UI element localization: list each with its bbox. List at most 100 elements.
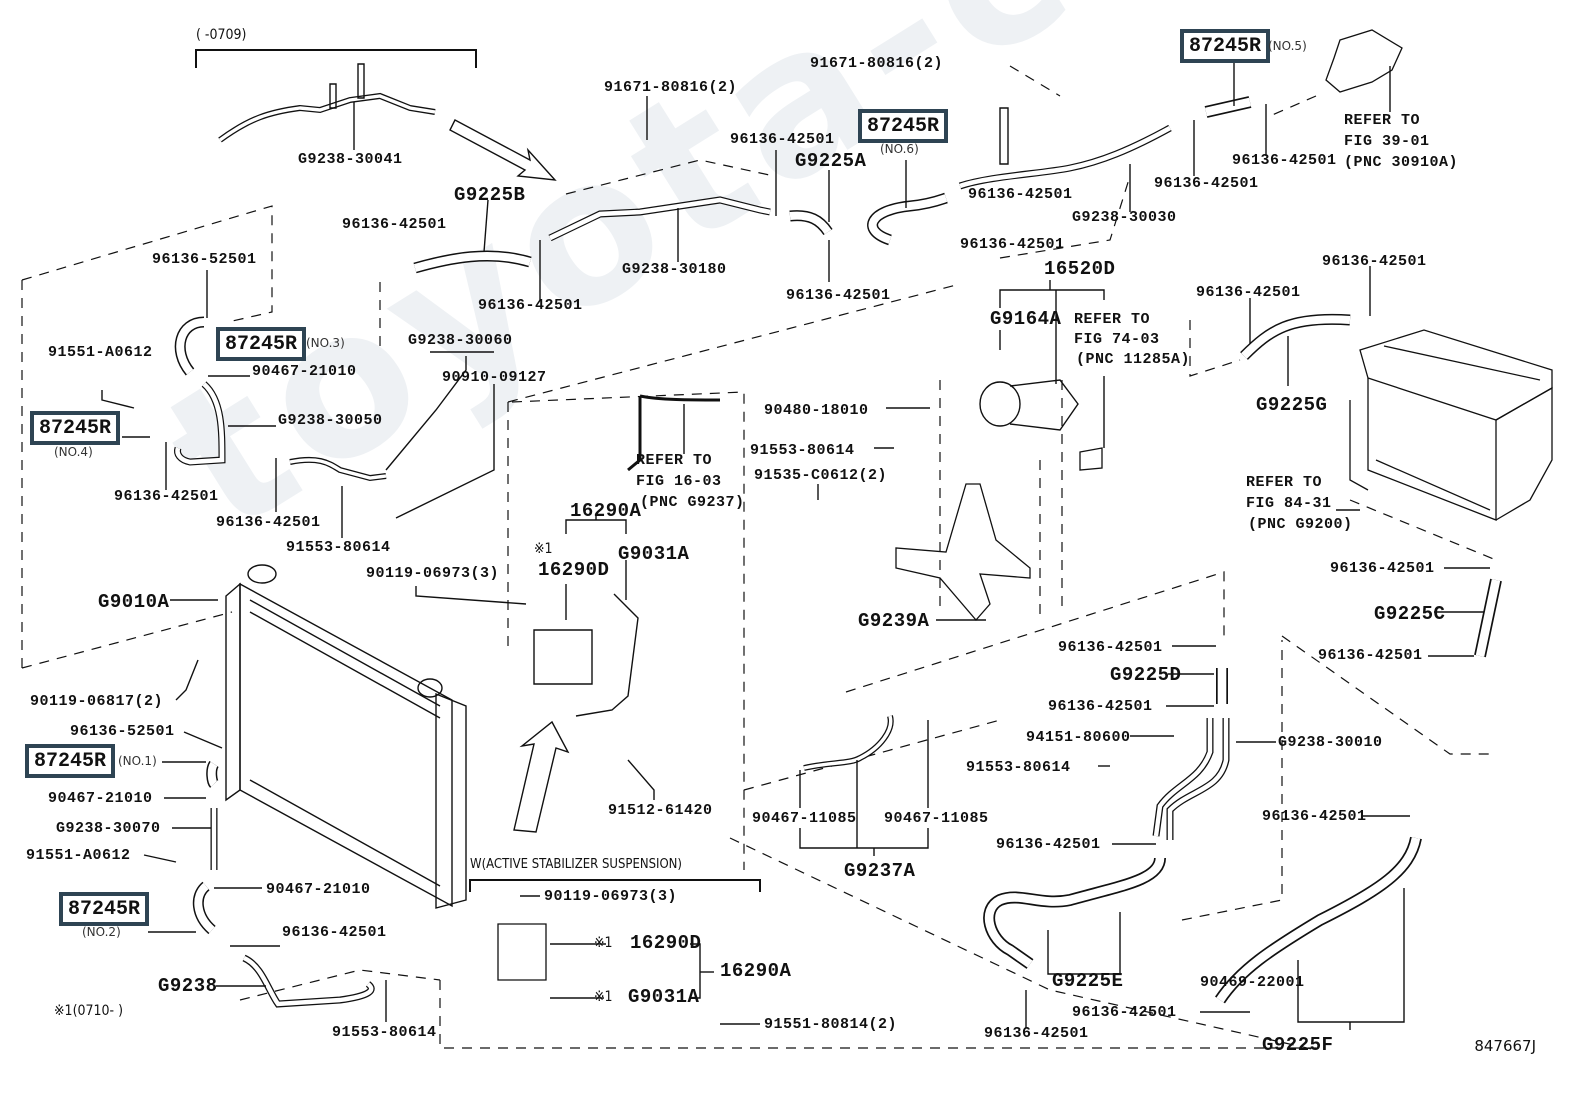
part-87245r-no5[interactable]: 87245R (1180, 29, 1271, 63)
part-87245r-no2[interactable]: 87245R (59, 892, 150, 926)
part-label[interactable]: 96136-42501 (730, 131, 835, 148)
part-label[interactable]: 96136-42501 (1330, 560, 1435, 577)
part-label[interactable]: 16290D (538, 559, 610, 581)
part-label[interactable]: G9237A (844, 860, 916, 882)
part-label[interactable]: G9238-30070 (56, 820, 161, 837)
part-label[interactable]: 90467-11085 (752, 810, 857, 827)
part-label[interactable]: 96136-42501 (1058, 639, 1163, 656)
part-label[interactable]: G9225E (1052, 970, 1124, 992)
part-label[interactable]: 91551-80814(2) (764, 1016, 898, 1033)
part-label[interactable]: 90467-21010 (266, 881, 371, 898)
part-number: 87245R (68, 898, 141, 921)
part-label[interactable]: 16520D (1044, 258, 1116, 280)
part-label[interactable]: 91512-61420 (608, 802, 713, 819)
part-label[interactable]: 16290A (720, 960, 792, 982)
part-label[interactable]: 90119-06973(3) (544, 888, 678, 905)
part-qualifier: (NO.4) (54, 445, 93, 459)
part-label[interactable]: G9225F (1262, 1034, 1334, 1056)
reference-note: REFER TO (1074, 311, 1151, 328)
part-qualifier: (NO.6) (880, 142, 919, 156)
part-label[interactable]: G9238 (158, 975, 218, 997)
part-label[interactable]: 96136-52501 (152, 251, 257, 268)
part-label[interactable]: 90119-06817(2) (30, 693, 164, 710)
part-label[interactable]: G9225A (795, 150, 867, 172)
part-number: 87245R (39, 417, 112, 440)
part-label[interactable]: G9238-30010 (1278, 734, 1383, 751)
part-label[interactable]: G9238-30180 (622, 261, 727, 278)
active-stabilizer-note: W(ACTIVE STABILIZER SUSPENSION) (470, 857, 682, 872)
part-label[interactable]: 96136-42501 (1318, 647, 1423, 664)
bracket-g9239a (896, 484, 1030, 620)
part-number: 87245R (225, 333, 298, 356)
part-label[interactable]: 96136-52501 (70, 723, 175, 740)
footnote-mark: ※1 (594, 935, 613, 951)
part-label[interactable]: 91535-C0612(2) (754, 467, 888, 484)
part-label[interactable]: 91671-80816(2) (810, 55, 944, 72)
part-number: 87245R (1189, 35, 1262, 58)
part-label[interactable]: G9225B (454, 184, 526, 206)
part-label[interactable]: 91553-80614 (332, 1024, 437, 1041)
part-label[interactable]: G9238-30041 (298, 151, 403, 168)
part-label[interactable]: G9225C (1374, 603, 1446, 625)
part-label[interactable]: 91551-A0612 (26, 847, 131, 864)
part-87245r-no4[interactable]: 87245R (30, 411, 121, 445)
part-label[interactable]: 91671-80816(2) (604, 79, 738, 96)
part-label[interactable]: G9238-30050 (278, 412, 383, 429)
part-label[interactable]: 96136-42501 (1262, 808, 1367, 825)
part-label[interactable]: G9225D (1110, 664, 1182, 686)
part-label[interactable]: 96136-42501 (282, 924, 387, 941)
part-label[interactable]: 90467-21010 (252, 363, 357, 380)
part-label[interactable]: 96136-42501 (1196, 284, 1301, 301)
figure-id: 847667J (1474, 1037, 1536, 1055)
part-label[interactable]: 90480-18010 (764, 402, 869, 419)
part-label[interactable]: 16290D (630, 932, 702, 954)
part-label[interactable]: 96136-42501 (342, 216, 447, 233)
arrow-pointer-bottom (514, 722, 568, 832)
part-label[interactable]: 90910-09127 (442, 369, 547, 386)
footnote-mark: ※1 (534, 541, 553, 557)
part-label[interactable]: G9031A (628, 986, 700, 1008)
reference-note: REFER TO (636, 452, 713, 469)
part-qualifier: (NO.2) (82, 925, 121, 939)
part-label[interactable]: G9238-30060 (408, 332, 513, 349)
radiator (226, 565, 466, 908)
part-label[interactable]: G9031A (618, 543, 690, 565)
part-label[interactable]: 16290A (570, 500, 642, 522)
part-label[interactable]: 90119-06973(3) (366, 565, 500, 582)
reference-note: REFER TO (1246, 474, 1323, 491)
part-label[interactable]: 91553-80614 (750, 442, 855, 459)
part-label[interactable]: 91551-A0612 (48, 344, 153, 361)
part-label[interactable]: 90467-11085 (884, 810, 989, 827)
part-label[interactable]: G9238-30030 (1072, 209, 1177, 226)
part-label[interactable]: G9225G (1256, 394, 1328, 416)
part-87245r-no3[interactable]: 87245R (216, 327, 307, 361)
part-label[interactable]: 96136-42501 (478, 297, 583, 314)
part-87245r-no6[interactable]: 87245R (858, 109, 949, 143)
arrow-pointer-top (450, 120, 555, 180)
part-label[interactable]: 96136-42501 (1072, 1004, 1177, 1021)
part-label[interactable]: 91553-80614 (966, 759, 1071, 776)
part-label[interactable]: 96136-42501 (968, 186, 1073, 203)
part-label[interactable]: 96136-42501 (216, 514, 321, 531)
part-87245r-no1[interactable]: 87245R (25, 744, 116, 778)
part-label[interactable]: 96136-42501 (1232, 152, 1337, 169)
part-label[interactable]: 96136-42501 (1048, 698, 1153, 715)
part-label[interactable]: 96136-42501 (996, 836, 1101, 853)
production-range-note: ※1(0710- ) (54, 1003, 123, 1019)
part-label[interactable]: 91553-80614 (286, 539, 391, 556)
part-label[interactable]: 96136-42501 (960, 236, 1065, 253)
part-label[interactable]: 96136-42501 (1322, 253, 1427, 270)
part-label[interactable]: 96136-42501 (1154, 175, 1259, 192)
part-label[interactable]: G9010A (98, 591, 170, 613)
part-number: 87245R (34, 750, 107, 773)
part-label[interactable]: 94151-80600 (1026, 729, 1131, 746)
part-label[interactable]: 90469-22001 (1200, 974, 1305, 991)
part-label[interactable]: G9239A (858, 610, 930, 632)
part-label[interactable]: 96136-42501 (984, 1025, 1089, 1042)
part-label[interactable]: 96136-42501 (786, 287, 891, 304)
part-label[interactable]: G9164A (990, 308, 1062, 330)
pipe-g9238-30041 (220, 96, 435, 140)
part-label[interactable]: 96136-42501 (114, 488, 219, 505)
part-label[interactable]: 90467-21010 (48, 790, 153, 807)
